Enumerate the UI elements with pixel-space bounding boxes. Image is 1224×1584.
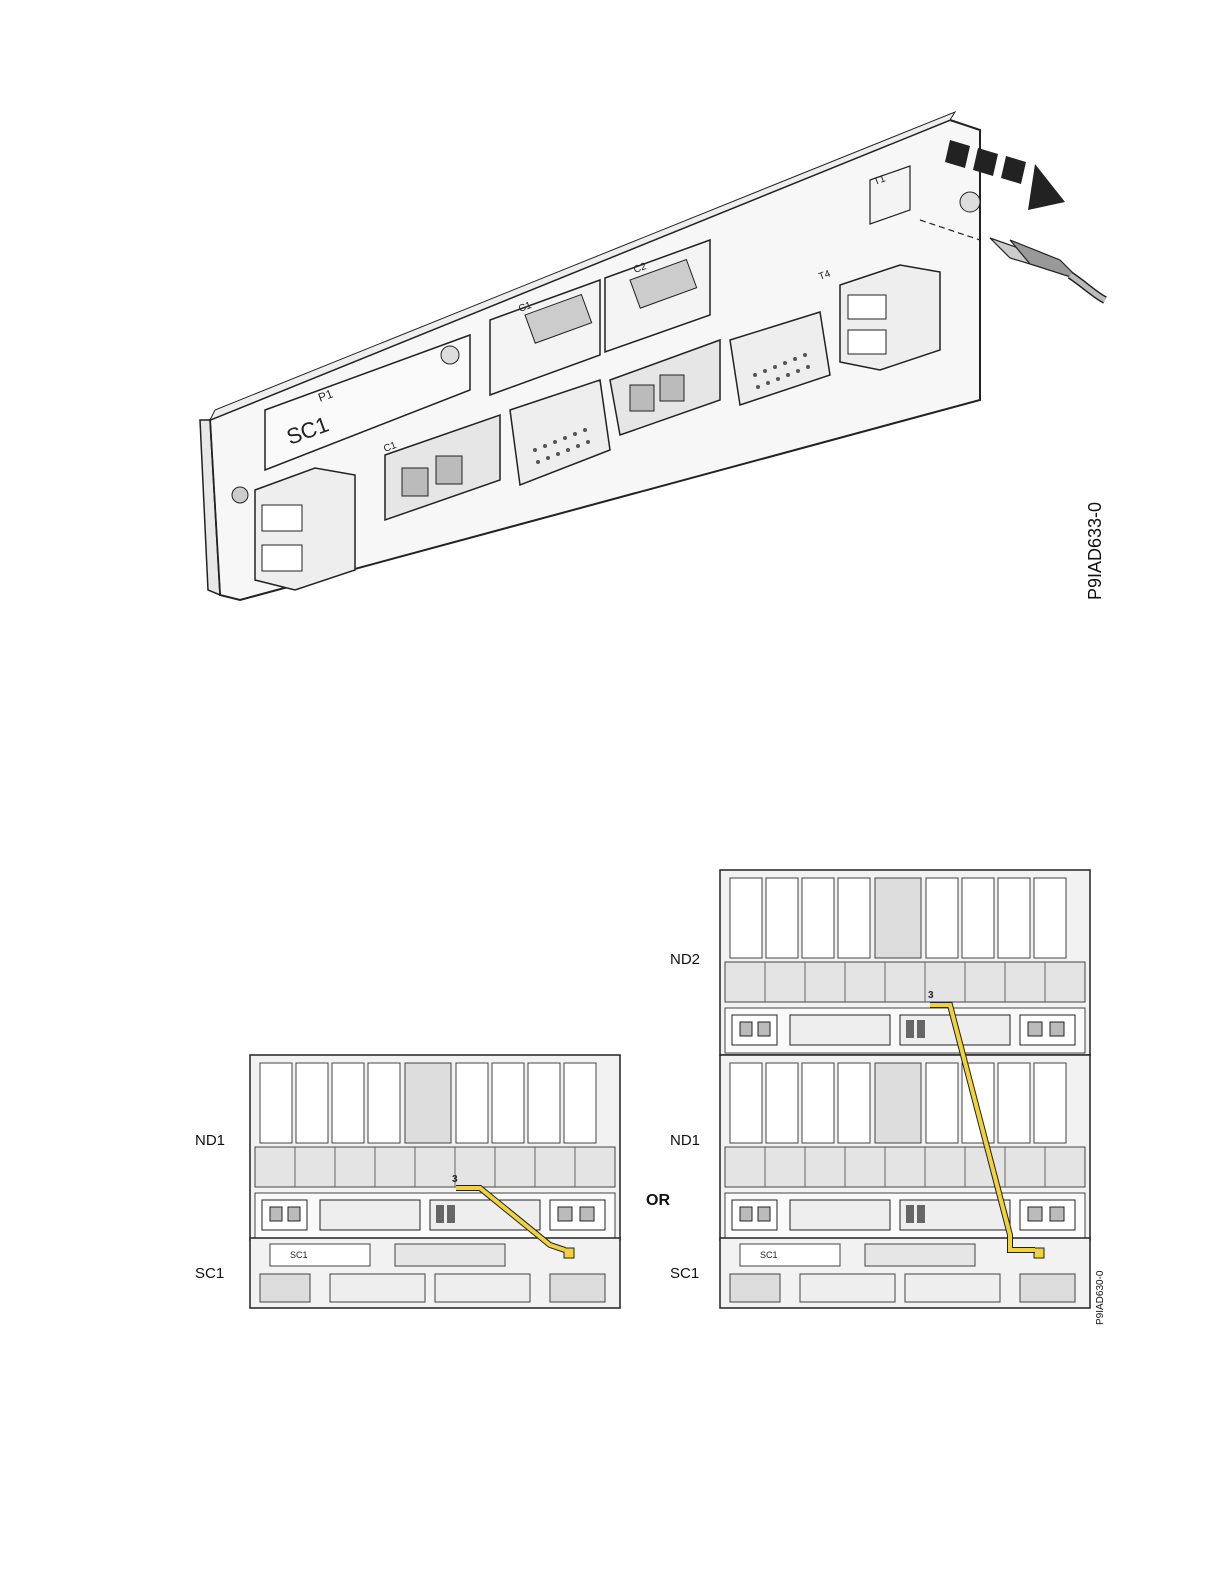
usb-cable (990, 238, 1105, 300)
nd2-right-node (720, 870, 1090, 1055)
sc1-left-panel-label: SC1 (290, 1250, 308, 1260)
sc1-left-label: SC1 (195, 1265, 224, 1282)
sc1-right-panel-label: SC1 (760, 1250, 778, 1260)
or-label: OR (646, 1192, 670, 1210)
port-3-right: 3 (928, 990, 934, 1001)
figure-node-cabling: SC1 3 SC1 3 (230, 860, 1110, 1310)
nd1-right-node (720, 1055, 1090, 1240)
right-config: SC1 3 (720, 870, 1090, 1308)
nd1-left-label: ND1 (195, 1132, 225, 1149)
figure-sc1-usb-removal: SC1 P1 C1 C1 C2 (180, 90, 1120, 620)
figure1-id: P9IAD633-0 (1085, 502, 1106, 600)
left-config: SC1 3 (250, 1055, 620, 1308)
figure2-id: P9IAD630-0 (1095, 1271, 1106, 1325)
nd2-right-label: ND2 (670, 951, 700, 968)
port-3-left: 3 (452, 1174, 458, 1185)
sc1-right-label: SC1 (670, 1265, 699, 1282)
nd1-left-node (250, 1055, 620, 1240)
nd1-right-label: ND1 (670, 1132, 700, 1149)
